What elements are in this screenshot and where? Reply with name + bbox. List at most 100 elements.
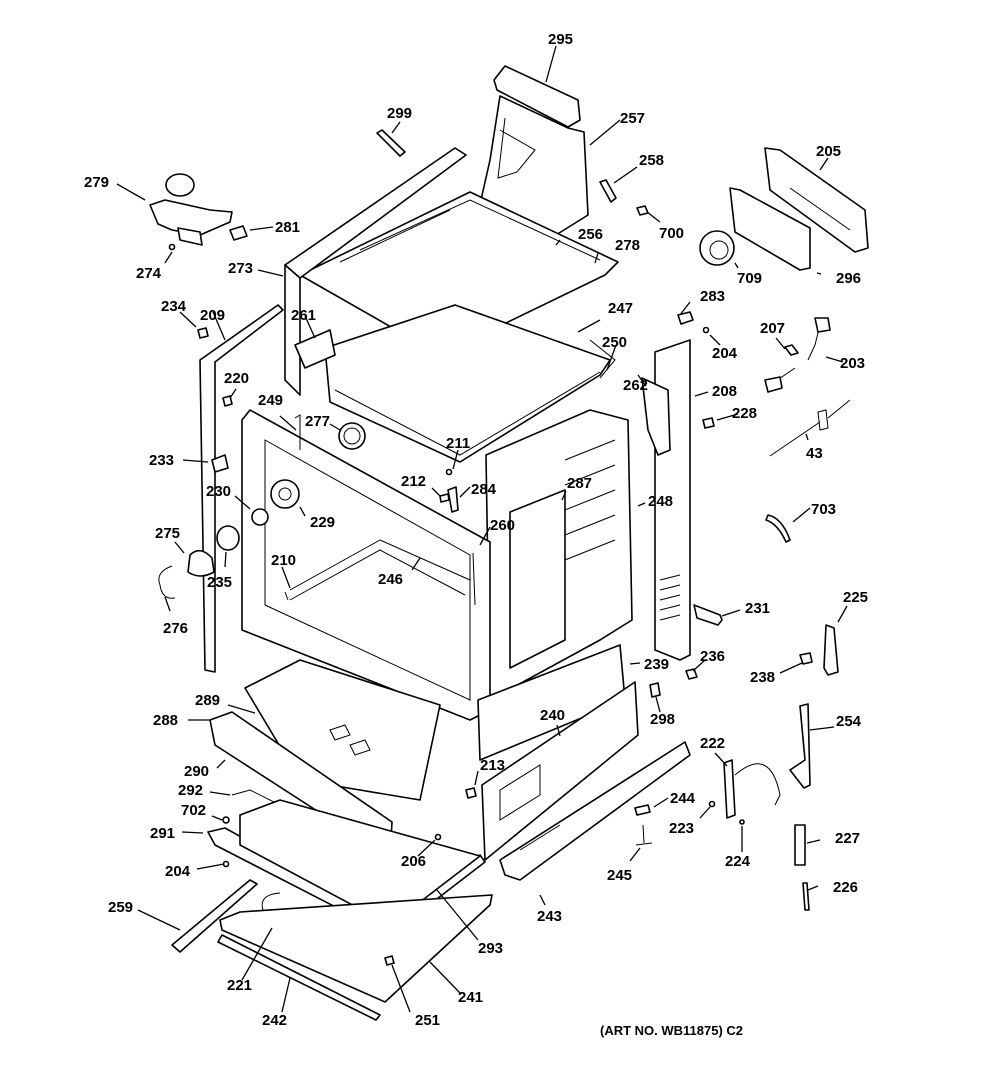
callout-288: 288 <box>153 712 178 729</box>
callout-230: 230 <box>206 483 231 500</box>
part-224-nut <box>739 819 745 825</box>
callout-261: 261 <box>291 307 316 324</box>
callout-236: 236 <box>700 648 725 665</box>
callout-227: 227 <box>835 830 860 847</box>
callout-203: 203 <box>840 355 865 372</box>
callout-239: 239 <box>644 656 669 673</box>
callout-284: 284 <box>471 481 497 498</box>
part-261-insulation <box>294 329 336 369</box>
part-229-gasket <box>270 479 300 509</box>
callout-292: 292 <box>178 782 203 799</box>
part-250-rail <box>589 339 616 379</box>
callout-43: 43 <box>806 445 823 462</box>
callout-295: 295 <box>548 31 573 48</box>
callout-222: 222 <box>700 735 725 752</box>
callout-244: 244 <box>670 790 696 807</box>
callout-277: 277 <box>305 413 330 430</box>
callout-259: 259 <box>108 899 133 916</box>
part-204-screw-bottom <box>222 860 230 868</box>
callout-235: 235 <box>207 574 232 591</box>
part-43-igniter <box>769 399 851 457</box>
callout-299: 299 <box>387 105 412 122</box>
callout-204-top: 204 <box>712 345 738 362</box>
art-number-caption: (ART NO. WB11875) C2 <box>600 1023 743 1038</box>
part-228-clip <box>702 417 715 429</box>
part-233-socket <box>211 454 229 473</box>
part-260-strip <box>472 552 476 606</box>
callout-205: 205 <box>816 143 841 160</box>
part-240-lower-front <box>481 681 639 861</box>
part-236-clip <box>685 668 698 680</box>
callout-248: 248 <box>648 493 673 510</box>
part-231-bracket <box>693 604 723 626</box>
part-287-insulation <box>509 489 566 669</box>
part-226-link <box>802 882 810 911</box>
part-shapes <box>149 65 869 1021</box>
callout-296: 296 <box>836 270 861 287</box>
part-281-switch <box>229 225 248 241</box>
part-262-insulation <box>641 377 671 456</box>
part-243-manifold <box>499 741 691 881</box>
part-212-clip <box>439 493 450 503</box>
callout-260: 260 <box>490 517 515 534</box>
callout-210: 210 <box>271 552 296 569</box>
callout-labels: 295 299 257 258 205 279 281 700 256 278 … <box>84 31 868 1038</box>
callout-231: 231 <box>745 600 770 617</box>
part-293-drawer-body <box>239 799 481 926</box>
callout-245: 245 <box>607 867 632 884</box>
part-211-screw <box>445 468 453 476</box>
part-230-lamp-socket <box>251 508 269 526</box>
part-295-vent-cap <box>493 65 581 128</box>
part-210-frame <box>284 591 289 601</box>
callout-257: 257 <box>620 110 645 127</box>
part-284-bracket <box>447 486 459 513</box>
callout-289: 289 <box>195 692 220 709</box>
callout-290: 290 <box>184 763 209 780</box>
part-220-knob <box>222 395 233 407</box>
callout-249: 249 <box>258 392 283 409</box>
part-251-clip <box>384 955 395 966</box>
callout-223: 223 <box>669 820 694 837</box>
part-209-left-side <box>199 304 284 673</box>
part-225-bracket <box>823 624 839 676</box>
part-700-clip <box>636 205 649 216</box>
callout-224: 224 <box>725 853 751 870</box>
callout-221: 221 <box>227 977 252 994</box>
part-245-leveler <box>635 824 653 846</box>
callout-703: 703 <box>811 501 836 518</box>
callout-250: 250 <box>602 334 627 351</box>
callout-287: 287 <box>567 475 592 492</box>
part-703-trim <box>765 514 791 543</box>
callout-293: 293 <box>478 940 503 957</box>
part-279-valve <box>149 173 233 246</box>
callout-209: 209 <box>200 307 225 324</box>
callout-234: 234 <box>161 298 187 315</box>
callout-291: 291 <box>150 825 175 842</box>
part-235-bulb <box>216 525 240 551</box>
part-223-screw <box>708 800 716 808</box>
callout-281: 281 <box>275 219 300 236</box>
part-207-connector <box>784 344 799 356</box>
part-204-screw-top <box>702 326 710 334</box>
callout-246: 246 <box>378 571 403 588</box>
part-283-clip <box>677 311 694 325</box>
callout-233: 233 <box>149 452 174 469</box>
part-259-slide-rail <box>171 879 258 953</box>
part-709-grommet <box>699 230 735 266</box>
callout-700: 700 <box>659 225 684 242</box>
callout-276: 276 <box>163 620 188 637</box>
callout-238: 238 <box>750 669 775 686</box>
part-298-knob <box>649 682 661 698</box>
callout-702: 702 <box>181 802 206 819</box>
callout-212: 212 <box>401 473 426 490</box>
callout-298: 298 <box>650 711 675 728</box>
callout-241: 241 <box>458 989 483 1006</box>
callout-211: 211 <box>446 435 470 452</box>
callout-274: 274 <box>136 265 162 282</box>
part-247-top-frame <box>324 304 611 463</box>
callout-207: 207 <box>760 320 785 337</box>
callout-256: 256 <box>578 226 603 243</box>
part-241-drawer-bottom <box>219 894 493 1003</box>
part-206-screw <box>434 833 442 841</box>
callout-228: 228 <box>732 405 757 422</box>
